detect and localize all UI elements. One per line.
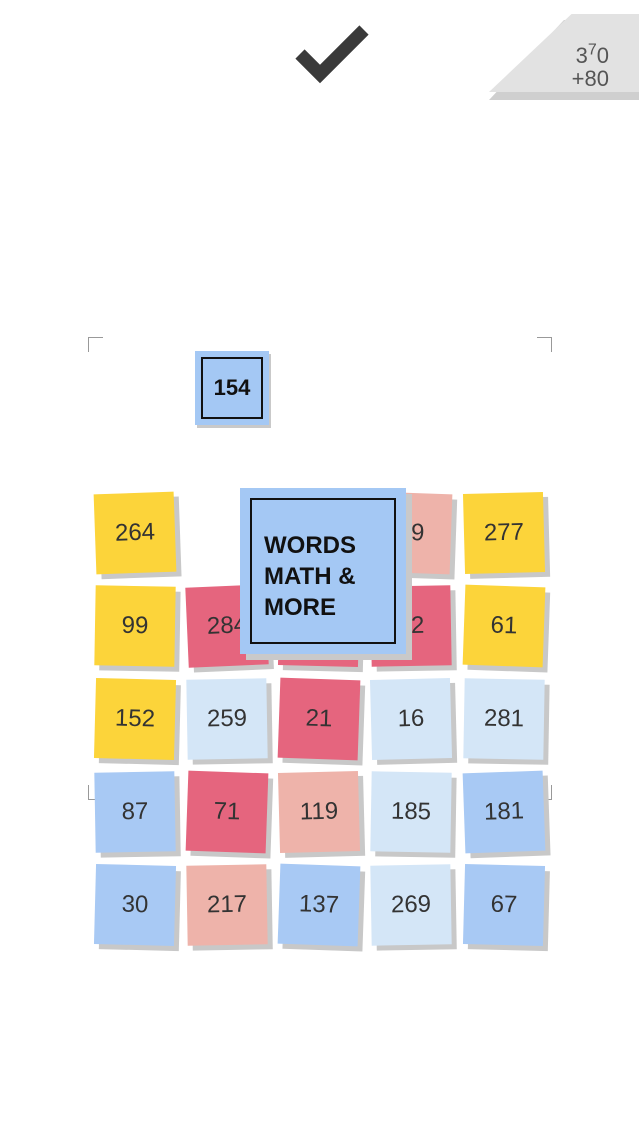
- board-corner-top-left: [88, 337, 103, 352]
- target-number-tile: 154: [195, 351, 269, 425]
- number-tile[interactable]: 277: [462, 491, 546, 575]
- score-digit-raised: 7: [587, 41, 597, 59]
- score-panel: 370 +80: [483, 14, 639, 100]
- number-tile[interactable]: 137: [277, 863, 361, 947]
- banner-line: MORE: [264, 594, 336, 621]
- number-tile[interactable]: 16: [369, 677, 453, 761]
- score-readout: 370 +80: [539, 41, 609, 91]
- number-tile[interactable]: 71: [185, 770, 269, 854]
- number-tile[interactable]: 264: [93, 491, 177, 575]
- score-gain: +80: [571, 66, 609, 91]
- number-tile[interactable]: 21: [277, 677, 361, 761]
- number-tile[interactable]: 61: [462, 584, 546, 668]
- banner-line: WORDS: [264, 532, 356, 559]
- checkmark-icon[interactable]: [292, 22, 372, 86]
- board-corner-top-right: [537, 337, 552, 352]
- board-corner-bottom-right: [537, 785, 552, 800]
- number-tile[interactable]: 217: [186, 864, 268, 946]
- score-total: 370: [539, 41, 609, 68]
- number-tile[interactable]: 259: [186, 678, 268, 760]
- promo-banner-frame: WORDS MATH & MORE: [250, 498, 396, 644]
- number-tile[interactable]: 87: [94, 771, 176, 853]
- score-digit: 0: [596, 43, 609, 68]
- number-tile[interactable]: 281: [463, 678, 545, 760]
- number-tile[interactable]: 99: [94, 585, 176, 667]
- number-tile[interactable]: 269: [370, 864, 452, 946]
- promo-banner[interactable]: WORDS MATH & MORE: [240, 488, 406, 654]
- target-number: 154: [201, 357, 263, 419]
- number-tile[interactable]: 181: [462, 770, 546, 854]
- score-digit: 3: [575, 43, 588, 68]
- number-tile[interactable]: 119: [277, 770, 361, 854]
- number-tile[interactable]: 185: [370, 771, 452, 853]
- banner-line: MATH &: [264, 563, 356, 590]
- number-tile[interactable]: 152: [93, 677, 177, 761]
- number-tile[interactable]: 30: [93, 863, 177, 947]
- number-tile[interactable]: 67: [462, 863, 546, 947]
